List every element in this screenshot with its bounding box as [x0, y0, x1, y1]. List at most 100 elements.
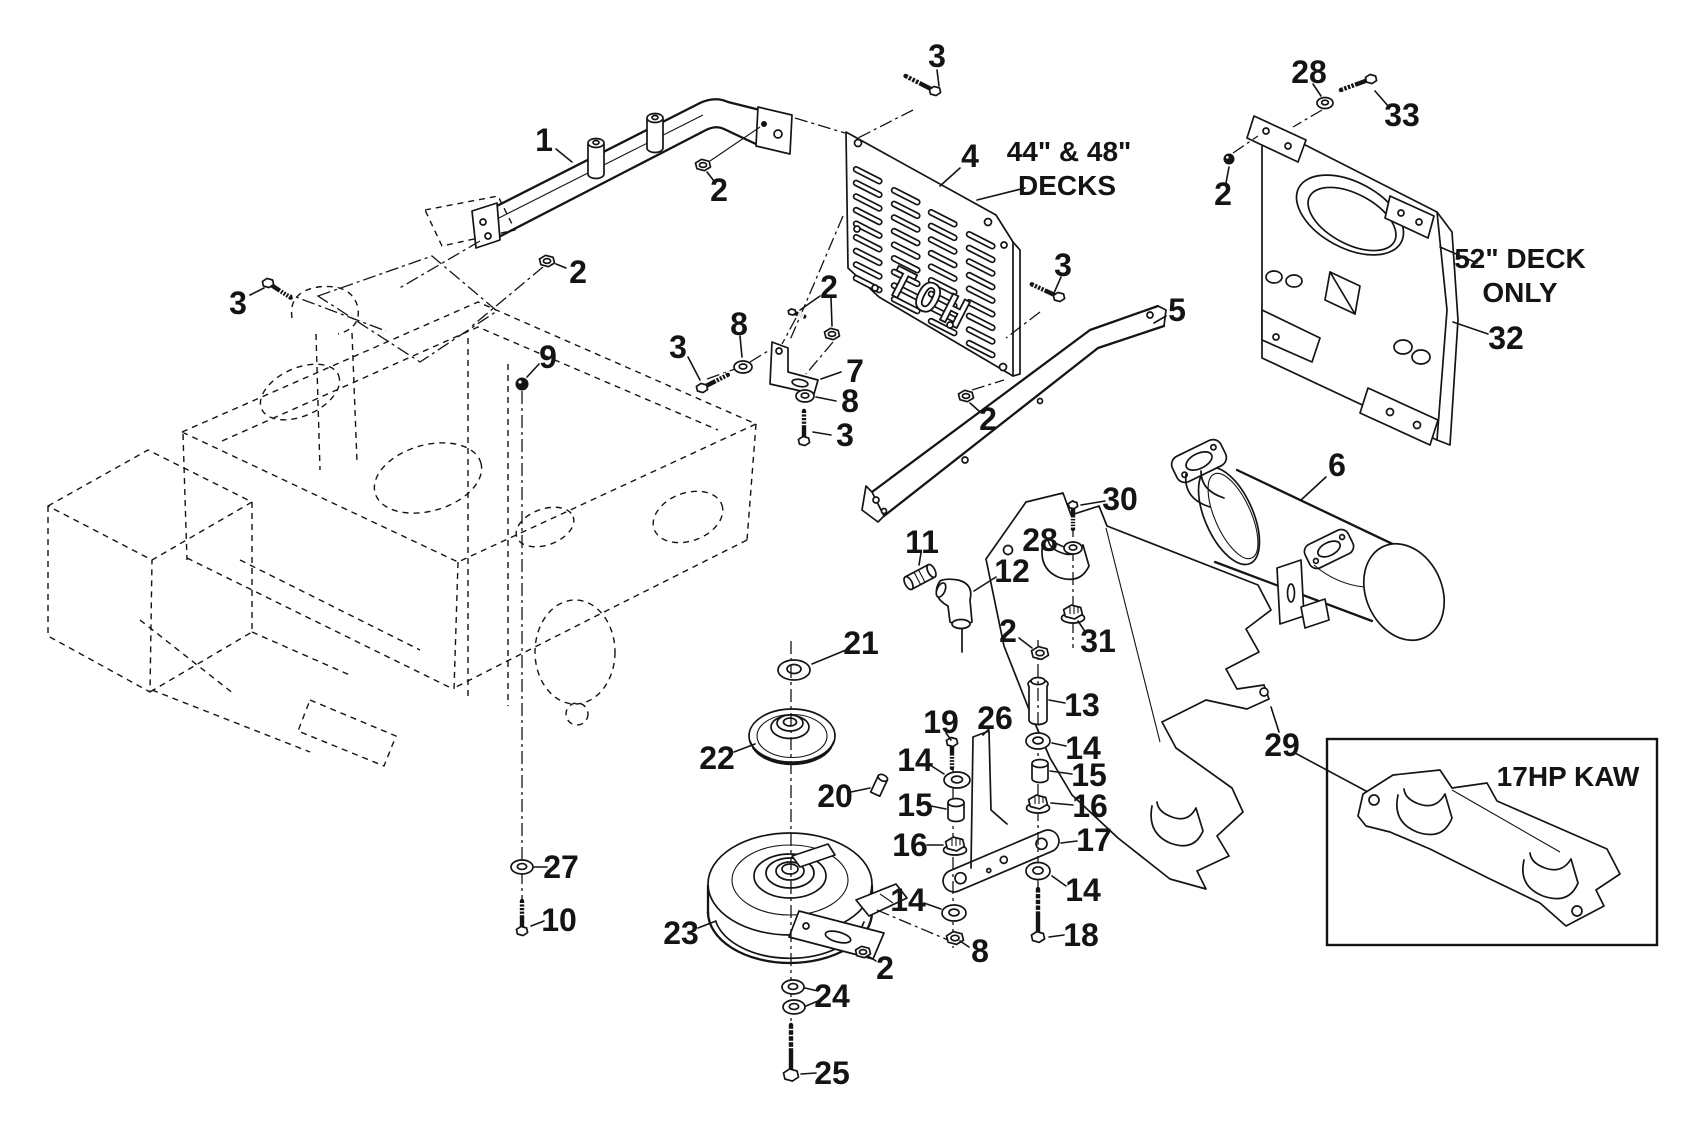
- part-callout-9: 9: [539, 339, 557, 375]
- exhaust-flange-right: [1303, 528, 1355, 570]
- part-callout-2: 2: [710, 172, 728, 208]
- callout-leader: [1080, 500, 1106, 506]
- callout-leader: [850, 787, 871, 793]
- callout-leader: [1060, 840, 1078, 844]
- callout-leader: [804, 987, 819, 992]
- callout-leader: [867, 955, 877, 962]
- callout-leader: [812, 431, 832, 436]
- decks-44-48-label-line2: DECKS: [1018, 170, 1116, 201]
- part-callout-17: 17: [1076, 822, 1112, 858]
- callout-leader: [1294, 752, 1367, 792]
- part-callout-16: 16: [1072, 788, 1108, 824]
- part-callout-24: 24: [814, 978, 850, 1014]
- callout-leader: [1270, 706, 1280, 733]
- exhaust-flange-left: [1170, 438, 1228, 484]
- callout-leader-lines: [249, 69, 1489, 1075]
- callout-leader: [1312, 83, 1322, 97]
- callout-leader: [1300, 476, 1327, 501]
- part-callout-14: 14: [1065, 872, 1101, 908]
- callout-leader: [936, 69, 940, 87]
- part-callout-2: 2: [1214, 176, 1232, 212]
- part-callout-2: 2: [820, 269, 838, 305]
- callout-leader: [706, 171, 715, 182]
- pulley-key: [869, 773, 889, 798]
- callout-leader: [1077, 620, 1087, 634]
- callout-leader: [1048, 934, 1065, 938]
- callout-leader: [1048, 699, 1066, 704]
- elbow-fitting: [935, 578, 973, 653]
- callout-leader: [800, 1072, 817, 1075]
- callout-leader: [811, 649, 847, 665]
- callout-leader: [526, 363, 540, 378]
- support-bar: [471, 98, 793, 249]
- chassis-outline: [47, 195, 757, 767]
- part-callout-14: 14: [890, 882, 926, 918]
- part-callout-28: 28: [1291, 54, 1327, 90]
- callout-leader: [555, 263, 567, 269]
- deck-52-label-line1: 52" DECK: [1454, 243, 1586, 274]
- deck-panel-52: [1246, 115, 1459, 446]
- part-callout-16: 16: [892, 827, 928, 863]
- part-callout-7: 7: [846, 353, 864, 389]
- idler-arm: [942, 829, 1060, 893]
- part-callout-2: 2: [876, 950, 894, 986]
- part-callout-18: 18: [1063, 917, 1099, 953]
- pipe-nipple: [903, 563, 937, 591]
- callout-leader: [918, 552, 922, 566]
- callout-leader: [1053, 276, 1062, 294]
- callout-leader: [1225, 166, 1230, 184]
- part-callout-3: 3: [669, 329, 687, 365]
- part-callout-11: 11: [905, 524, 939, 560]
- part-callout-13: 13: [1064, 687, 1100, 723]
- callout-leader: [969, 402, 980, 412]
- part-callout-23: 23: [663, 915, 699, 951]
- kaw-variant-box: 17HP KAW: [1325, 737, 1659, 947]
- callout-leader: [249, 287, 265, 296]
- part-callout-3: 3: [836, 417, 854, 453]
- part-callout-3: 3: [1054, 247, 1072, 283]
- callout-leader: [1050, 802, 1074, 806]
- callout-leader: [959, 940, 970, 948]
- callout-leader: [945, 732, 952, 741]
- part-callout-14: 14: [897, 742, 933, 778]
- callout-leader: [805, 1000, 819, 1007]
- kaw-box-label: 17HP KAW: [1497, 761, 1640, 792]
- callout-leader: [799, 295, 821, 311]
- part-callout-3: 3: [928, 38, 946, 74]
- part-callout-12: 12: [994, 553, 1030, 589]
- callout-leader: [1051, 742, 1067, 747]
- muffler: [1170, 438, 1446, 642]
- part-callout-4: 4: [961, 138, 979, 174]
- brace-bar: [861, 304, 1167, 523]
- part-callout-30: 30: [1102, 481, 1138, 517]
- part-callout-10: 10: [541, 902, 577, 938]
- part-callout-26: 26: [977, 700, 1013, 736]
- part-callout-27: 27: [543, 849, 579, 885]
- part-callout-21: 21: [843, 625, 879, 661]
- fastener-hardware: [261, 73, 1378, 1082]
- part-callout-14: 14: [1065, 730, 1101, 766]
- engine-grille-panel: TOH: [845, 131, 1021, 377]
- part-callout-15: 15: [1071, 757, 1107, 793]
- callout-leader: [1374, 90, 1390, 108]
- part-callout-8: 8: [971, 933, 989, 969]
- part-callout-15: 15: [897, 787, 933, 823]
- part-callout-22: 22: [699, 740, 735, 776]
- callout-leader: [923, 902, 942, 910]
- callout-leader: [820, 371, 842, 380]
- muffler-heat-shield: [985, 492, 1272, 890]
- part-callout-32: 32: [1488, 320, 1524, 356]
- callout-leader: [555, 148, 573, 163]
- part-callout-8: 8: [841, 383, 859, 419]
- callout-leader: [739, 335, 743, 358]
- callout-leader: [1049, 770, 1073, 775]
- part-callout-5: 5: [1168, 292, 1186, 328]
- part-callout-2: 2: [569, 254, 587, 290]
- deck-52-label-line2: ONLY: [1482, 277, 1558, 308]
- callout-leader: [1153, 315, 1167, 324]
- part-callout-33: 33: [1384, 97, 1420, 133]
- callout-leader: [815, 396, 837, 402]
- part-callout-1: 1: [535, 122, 553, 158]
